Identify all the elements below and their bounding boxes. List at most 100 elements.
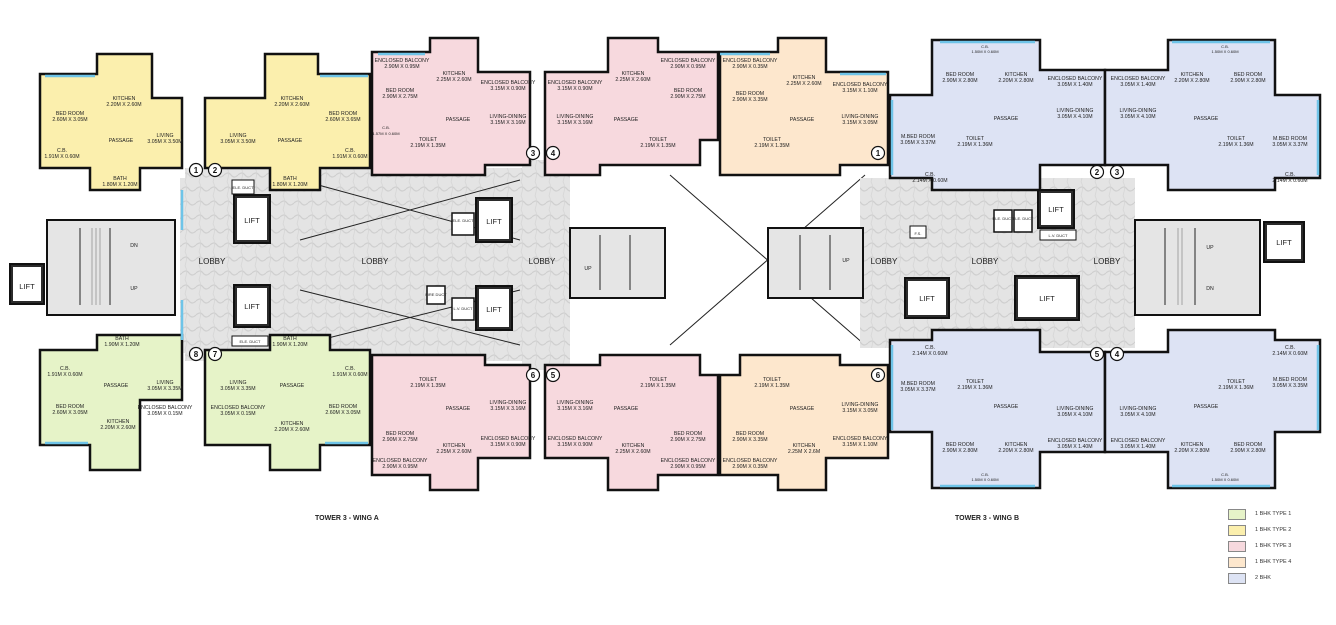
room-label: C.B.	[345, 148, 355, 154]
room-label: LIVING-DINING	[490, 114, 527, 120]
lift-a-far-left-label: LIFT	[19, 282, 35, 291]
room-label: ENCLOSED BALCONY	[211, 405, 266, 411]
lobby-label-b1: LOBBY	[871, 257, 898, 266]
room-label: BED ROOM	[674, 88, 702, 94]
room-label: BATH	[283, 336, 297, 342]
ele-duct-b-label: ELE. DUCT	[993, 216, 1014, 221]
unit-1bhk-type3-a4	[543, 36, 720, 177]
staircase-a-center	[569, 227, 666, 299]
room-label: LIVING-DINING	[1120, 406, 1157, 412]
room-label: BED ROOM	[1234, 72, 1262, 78]
svg-text:LIFT: LIFT	[1039, 294, 1055, 303]
room-label: TOILET	[763, 377, 782, 383]
room-dim: 3.05M X 4.10M	[1120, 412, 1155, 418]
room-dim: 2.20M X 2.60M	[274, 427, 309, 433]
room-label: ENCLOSED BALCONY	[138, 405, 193, 411]
room-dim: 2.25M X 2.60M	[615, 77, 650, 83]
lift-b1: LIFT	[1037, 189, 1075, 229]
room-dim: 2.14M X 0.60M	[912, 178, 947, 184]
room-label: KITCHEN	[793, 75, 816, 81]
room-label: LIVING-DINING	[842, 114, 879, 120]
room-label: BED ROOM	[56, 111, 84, 117]
room-label: TOILET	[649, 377, 668, 383]
room-label: C.B.	[1285, 345, 1295, 351]
room-dim: 2.60M X 3.65M	[325, 117, 360, 123]
room-dim: 2.20M X 2.80M	[998, 78, 1033, 84]
room-label: PASSAGE	[278, 138, 303, 144]
unit-number: 5	[551, 371, 556, 380]
room-dim: 3.05M X 3.37M	[900, 140, 935, 146]
room-label: TOILET	[1227, 136, 1246, 142]
svg-text:LIFT: LIFT	[244, 216, 260, 225]
lv-duct-b	[1039, 229, 1077, 241]
unit-1bhk-type4-a1	[718, 36, 890, 177]
room-dim: 3.05M X 3.37M	[900, 387, 935, 393]
legend: 1 BHK TYPE 1 1 BHK TYPE 2 1 BHK TYPE 3 1…	[1228, 506, 1328, 586]
room-label: PASSAGE	[790, 117, 815, 123]
room-dim: 1.50M X 0.60M	[1211, 49, 1238, 54]
room-dim: 2.14M X 0.60M	[912, 351, 947, 357]
room-dim: 3.05M X 4.10M	[1057, 412, 1092, 418]
svg-text:LIFT: LIFT	[1276, 238, 1292, 247]
room-label: TOILET	[966, 136, 985, 142]
room-dim: 3.05M X 0.15M	[220, 411, 255, 417]
room-label: BED ROOM	[946, 442, 974, 448]
room-dim: 2.60M X 3.05M	[52, 410, 87, 416]
lift-b-far-right: LIFT	[1263, 221, 1305, 263]
room-dim: 3.05M X 3.37M	[1272, 142, 1307, 148]
room-dim: 2.20M X 2.60M	[100, 425, 135, 431]
lift-a4: LIFT	[475, 285, 513, 331]
room-label: LIVING	[156, 380, 173, 386]
unit-1bhk-type3-a6	[370, 353, 532, 492]
room-dim: 2.90M X 2.80M	[1230, 448, 1265, 454]
room-label: PASSAGE	[109, 138, 134, 144]
room-label: TOILET	[419, 377, 438, 383]
room-dim: 2.19M X 1.36M	[957, 385, 992, 391]
unit-number: 6	[876, 371, 881, 380]
room-label: C.B.	[345, 366, 355, 372]
room-dim: 2.19M X 1.35M	[410, 383, 445, 389]
unit-number: 6	[531, 371, 536, 380]
stair-steps-a-left	[79, 228, 111, 305]
room-dim: 2.19M X 1.36M	[1218, 385, 1253, 391]
room-dim: 3.05M X 4.10M	[1120, 114, 1155, 120]
lobby-label-a2: LOBBY	[362, 257, 389, 266]
room-label: LIVING	[229, 380, 246, 386]
room-label: C.B.	[925, 172, 935, 178]
room-dim: 2.14M X 0.60M	[1272, 178, 1307, 184]
staircase-a-left	[46, 219, 176, 316]
room-dim: 2.25M X 2.60M	[615, 449, 650, 455]
unit-1bhk-type1-a8	[38, 333, 184, 472]
fire-duct-a	[426, 285, 446, 305]
room-label: PASSAGE	[790, 406, 815, 412]
room-dim: 2.25M X 2.6M	[788, 449, 820, 455]
room-label: LIVING-DINING	[557, 400, 594, 406]
legend-swatch	[1228, 572, 1246, 584]
room-label: M.BED ROOM	[1273, 136, 1307, 142]
room-label: BED ROOM	[946, 72, 974, 78]
legend-label: 1 BHK TYPE 4	[1255, 559, 1292, 565]
room-label: M.BED ROOM	[901, 134, 935, 140]
room-label: KITCHEN	[443, 71, 466, 77]
svg-text:LIFT: LIFT	[244, 302, 260, 311]
room-dim: 3.05M X 3.35M	[147, 386, 182, 392]
unit-number: 4	[551, 149, 556, 158]
room-label: M.BED ROOM	[901, 381, 935, 387]
room-dim: 3.15M X 3.16M	[490, 406, 525, 412]
unit-1bhk-type4-a2	[718, 353, 890, 492]
legend-item: 2 BHK	[1228, 570, 1328, 586]
room-label: BED ROOM	[674, 431, 702, 437]
fs-b-label: F.S.	[915, 231, 922, 236]
room-dim: 1.80M X 1.20M	[102, 182, 137, 188]
room-dim: 2.90M X 0.95M	[670, 464, 705, 470]
room-dim: 2.90M X 0.95M	[384, 64, 419, 70]
room-label: ENCLOSED BALCONY	[833, 82, 888, 88]
room-dim: 1.80M X 1.20M	[272, 182, 307, 188]
room-label: KITCHEN	[793, 443, 816, 449]
room-dim: 2.20M X 2.80M	[1174, 78, 1209, 84]
room-label: TOILET	[1227, 379, 1246, 385]
room-label: BED ROOM	[329, 111, 357, 117]
room-dim: 2.90M X 2.75M	[382, 437, 417, 443]
room-label: LIVING-DINING	[490, 400, 527, 406]
room-label: KITCHEN	[1005, 442, 1028, 448]
